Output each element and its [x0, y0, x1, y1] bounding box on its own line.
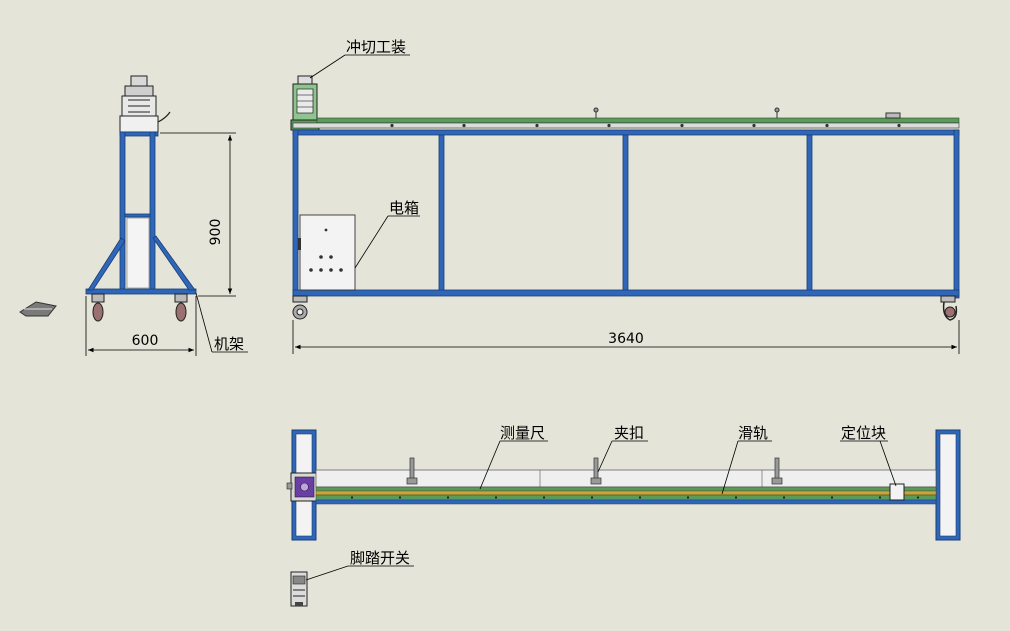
- front-punch-tooling: [290, 75, 320, 131]
- callout-punch-tooling: 冲切工装: [309, 38, 410, 79]
- callout-positioning-block: 定位块: [840, 424, 897, 487]
- front-casters: [292, 295, 958, 321]
- label-foot-switch: 脚踏开关: [350, 549, 410, 567]
- top-slide-rail: [315, 486, 937, 505]
- side-frame: [85, 131, 197, 295]
- top-right-end: [935, 429, 961, 541]
- side-casters: [91, 293, 188, 322]
- callout-foot-switch: 脚踏开关: [305, 549, 414, 581]
- positioning-block: [889, 483, 905, 501]
- dim-3640: 3640: [292, 320, 960, 354]
- label-slide-rail: 滑轨: [738, 424, 768, 442]
- front-top-rail: [292, 107, 960, 129]
- electric-box: [298, 214, 356, 291]
- side-punch-head: [119, 75, 171, 133]
- label-electric-box: 电箱: [389, 199, 419, 217]
- floor-symbol-icon: [19, 301, 57, 317]
- top-left-end: [286, 429, 319, 541]
- label-clamp: 夹扣: [614, 424, 644, 442]
- top-clamps: [406, 457, 783, 485]
- label-punch-tooling: 冲切工装: [346, 38, 406, 56]
- callout-slide-rail: 滑轨: [721, 424, 772, 495]
- dimension-length-front: 3640: [608, 331, 644, 347]
- dimension-height-side: 900: [208, 219, 224, 246]
- top-view: [286, 429, 961, 541]
- callout-measuring-ruler: 测量尺: [479, 424, 548, 490]
- callout-clamp: 夹扣: [597, 424, 648, 473]
- callout-frame: 机架: [195, 292, 248, 353]
- label-positioning-block: 定位块: [841, 424, 886, 442]
- callout-electric-box: 电箱: [354, 199, 420, 269]
- dim-600: 600: [85, 296, 197, 356]
- dim-900: 900: [160, 132, 236, 297]
- dimension-width-side: 600: [132, 333, 159, 349]
- side-view: [19, 75, 197, 322]
- label-measuring-ruler: 测量尺: [500, 424, 545, 442]
- side-inner-panel: [126, 217, 150, 289]
- label-frame: 机架: [214, 335, 244, 353]
- front-view: [290, 75, 960, 321]
- foot-switch: [290, 571, 308, 607]
